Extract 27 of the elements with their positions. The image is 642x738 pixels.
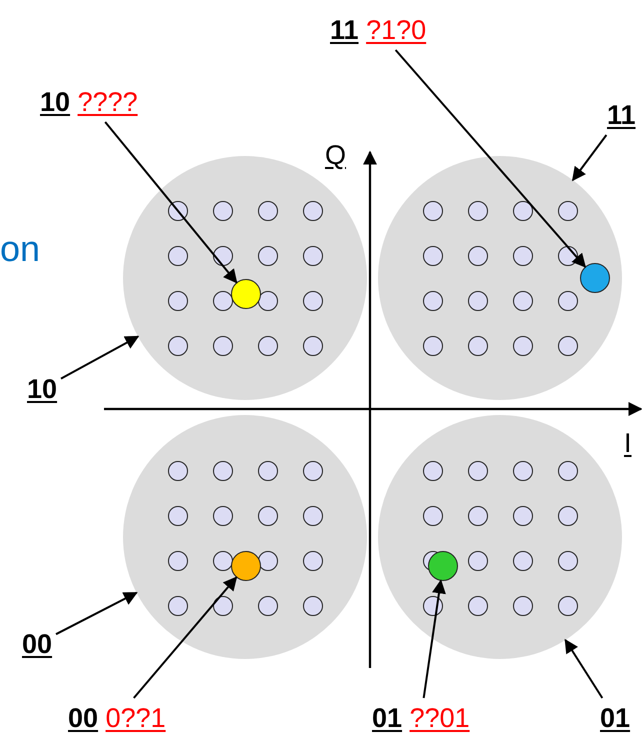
group-bits-label: 01 <box>600 703 630 733</box>
bit-pattern-label: ?1?0 <box>366 15 426 45</box>
leader-arrow <box>572 134 608 182</box>
axis-label: I <box>624 428 632 459</box>
group-bits-label: 00 <box>22 629 52 659</box>
bit-pattern-label: ??01 <box>410 703 470 733</box>
group-bits-label: 10 <box>40 87 70 117</box>
leader-arrow <box>56 592 138 636</box>
group-bits-label: 11 <box>330 15 359 45</box>
leader-arrow <box>422 579 446 698</box>
group-bits-label: 10 <box>27 374 58 404</box>
leader-arrow <box>394 49 586 268</box>
group-bits-label: 01 <box>372 703 402 733</box>
group-bits-label: 11 <box>607 100 636 130</box>
leader-arrow <box>60 336 140 380</box>
leader-arrow <box>564 638 604 699</box>
axis-label: Q <box>325 140 346 171</box>
bit-pattern-label: ???? <box>78 87 138 117</box>
leader-arrow <box>104 121 238 284</box>
highlighted-point <box>231 279 261 309</box>
cut-off-title-text: on <box>0 228 40 270</box>
group-bits-label: 00 <box>68 703 98 733</box>
bit-pattern-label: 0??1 <box>106 703 166 733</box>
highlighted-point <box>428 551 458 581</box>
highlighted-point <box>231 551 261 581</box>
highlighted-point <box>580 263 610 293</box>
leader-arrow <box>133 576 238 699</box>
